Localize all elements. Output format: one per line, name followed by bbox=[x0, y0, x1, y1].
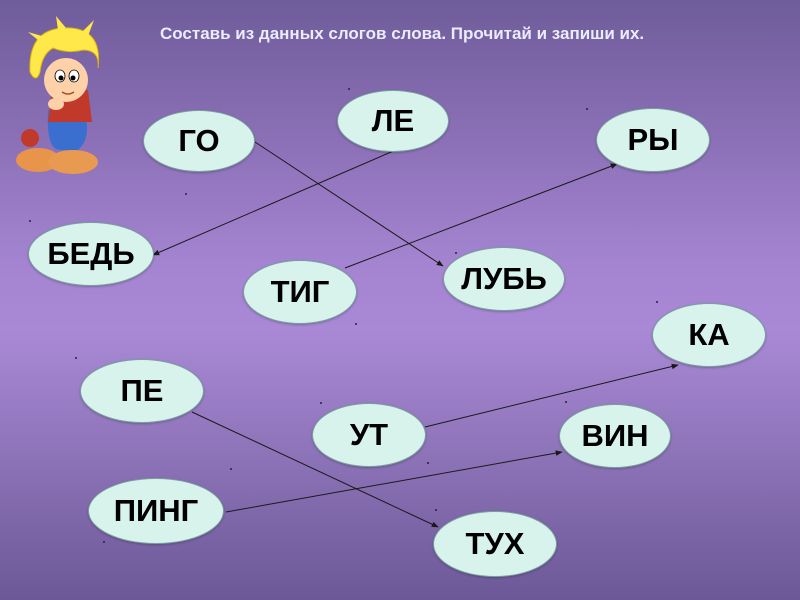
decor-dot bbox=[75, 357, 77, 359]
syllable-tukh[interactable]: ТУХ bbox=[433, 511, 557, 577]
syllable-go[interactable]: ГО bbox=[143, 110, 255, 172]
syllable-pe[interactable]: ПЕ bbox=[80, 359, 204, 423]
syllable-ut[interactable]: УТ bbox=[312, 403, 426, 467]
instruction-text: Составь из данных слогов слова. Прочитай… bbox=[160, 24, 645, 43]
cartoon-boy-illustration bbox=[16, 16, 100, 174]
decor-dot bbox=[355, 323, 357, 325]
decor-dot bbox=[230, 468, 232, 470]
decor-dot bbox=[656, 301, 658, 303]
connection-line-ping-vin bbox=[225, 450, 563, 513]
syllable-le[interactable]: ЛЕ bbox=[337, 90, 449, 152]
decor-dot bbox=[185, 193, 187, 195]
syllable-lub[interactable]: ЛУБЬ bbox=[443, 247, 565, 311]
decor-dot bbox=[427, 462, 429, 464]
decor-dot bbox=[103, 541, 105, 543]
decor-dot bbox=[29, 220, 31, 222]
decor-dot bbox=[320, 402, 322, 404]
syllable-ka[interactable]: КА bbox=[652, 303, 766, 367]
syllable-vin[interactable]: ВИН bbox=[559, 404, 671, 468]
syllable-tig[interactable]: ТИГ bbox=[243, 260, 357, 324]
connection-line-le-bed bbox=[152, 148, 399, 256]
syllable-ping[interactable]: ПИНГ bbox=[88, 478, 224, 544]
connection-line-pe-tukh bbox=[191, 411, 439, 528]
decor-dot bbox=[586, 108, 588, 110]
connection-line-ut-ka bbox=[424, 363, 679, 428]
connection-line-go-lub bbox=[254, 141, 444, 267]
connection-line-tig-ry bbox=[344, 163, 618, 269]
decor-dot bbox=[435, 509, 437, 511]
syllable-ry[interactable]: РЫ bbox=[596, 108, 710, 172]
decor-dot bbox=[565, 401, 567, 403]
syllable-bed[interactable]: БЕДЬ bbox=[28, 222, 154, 286]
decor-dot bbox=[455, 252, 457, 254]
decor-dot bbox=[348, 88, 350, 90]
